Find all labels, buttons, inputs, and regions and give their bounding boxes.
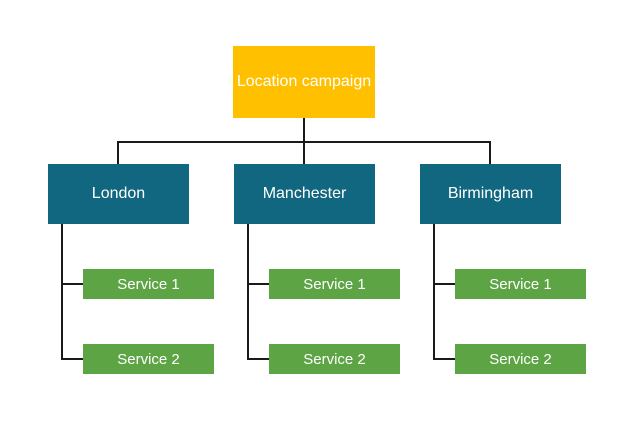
location-node-label: Manchester (262, 185, 347, 202)
service-node-manchester-1: Service 1 (269, 269, 400, 299)
service-node-london-1: Service 1 (83, 269, 214, 299)
service-node-manchester-2: Service 2 (269, 344, 400, 374)
service-node-birmingham-2: Service 2 (455, 344, 586, 374)
root-node: Location campaign (233, 46, 375, 118)
service-node-label: Service 2 (489, 350, 552, 368)
service-node-label: Service 1 (303, 275, 366, 293)
root-node-label: Location campaign (236, 73, 372, 90)
location-node-label: Birmingham (447, 185, 534, 202)
service-node-london-2: Service 2 (83, 344, 214, 374)
location-node-birmingham: Birmingham (420, 164, 561, 224)
service-node-birmingham-1: Service 1 (455, 269, 586, 299)
location-node-london: London (48, 164, 189, 224)
service-node-label: Service 1 (117, 275, 180, 293)
service-node-label: Service 2 (117, 350, 180, 368)
service-node-label: Service 1 (489, 275, 552, 293)
location-node-label: London (91, 185, 146, 202)
location-node-manchester: Manchester (234, 164, 375, 224)
service-node-label: Service 2 (303, 350, 366, 368)
